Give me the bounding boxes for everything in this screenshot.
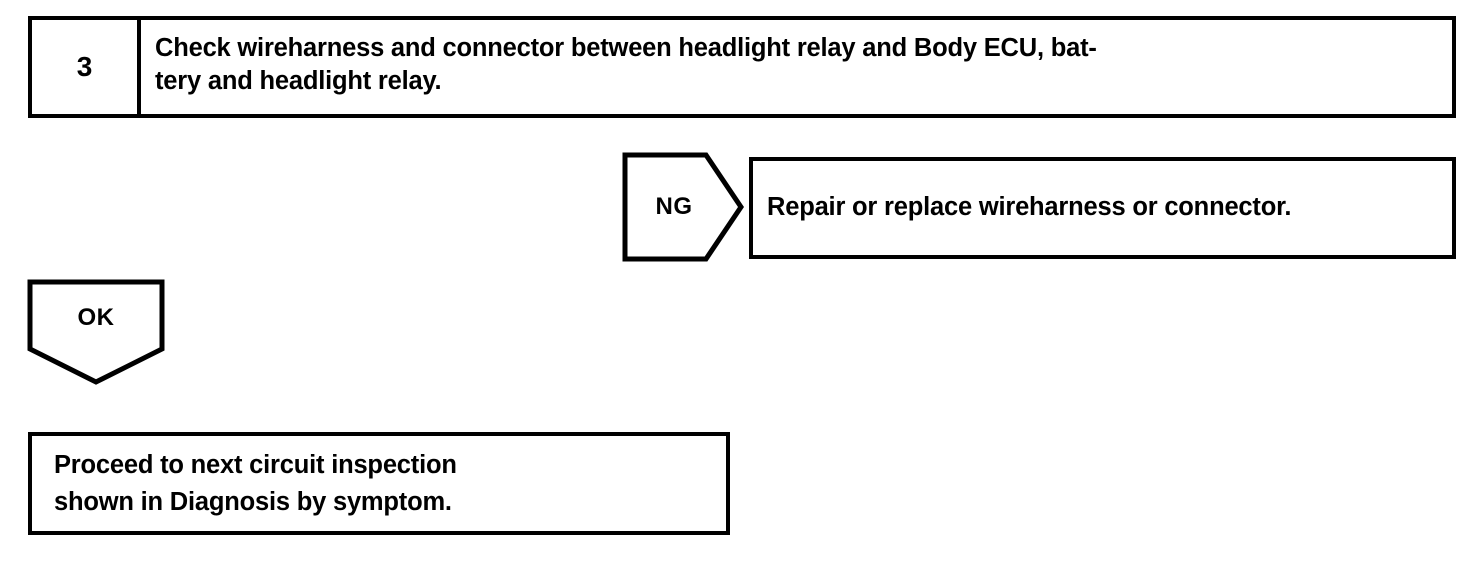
step-instruction-text: Check wireharness and connector between … [155, 34, 1097, 96]
ng-branch-label: NG [655, 193, 693, 220]
proceed-action-text: Proceed to next circuit inspection shown… [54, 451, 457, 516]
repair-action-text: Repair or replace wireharness or connect… [767, 193, 1292, 222]
proceed-action-box: Proceed to next circuit inspection shown… [28, 432, 730, 535]
ok-branch-arrow: OK [27, 279, 165, 385]
step-instruction-cell: Check wireharness and connector between … [141, 20, 1452, 114]
step-number-cell: 3 [32, 20, 141, 114]
pentagon-down-icon [27, 279, 165, 385]
step-number: 3 [76, 51, 93, 82]
pentagon-right-icon [622, 152, 744, 262]
step-row: 3 Check wireharness and connector betwee… [28, 16, 1456, 118]
ok-branch-label: OK [77, 304, 115, 331]
repair-action-box: Repair or replace wireharness or connect… [749, 157, 1456, 259]
ng-branch-arrow: NG [622, 152, 744, 262]
